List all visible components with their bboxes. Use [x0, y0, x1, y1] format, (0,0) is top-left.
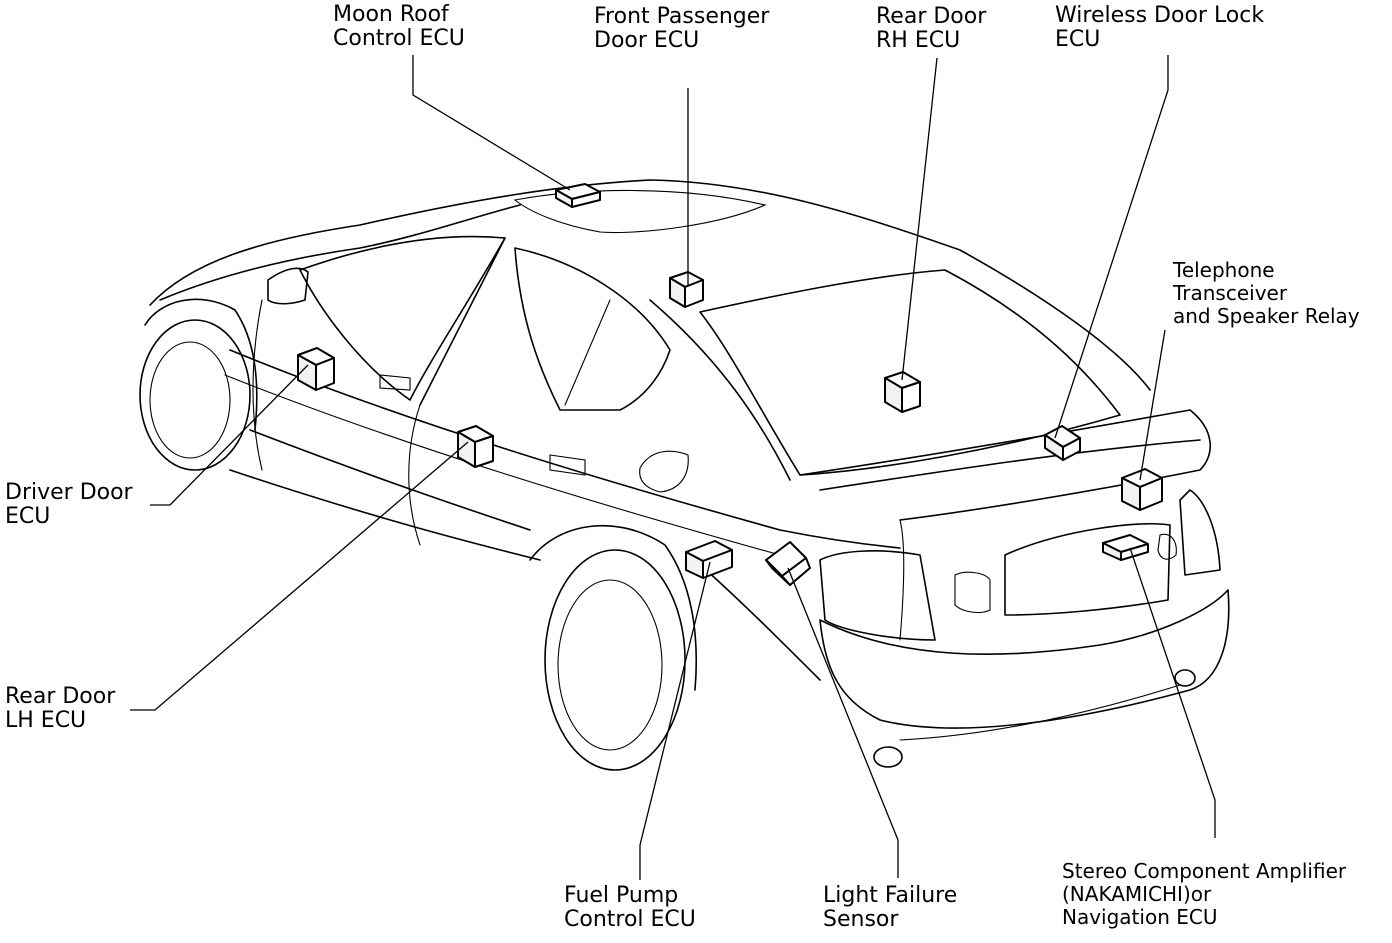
- label-line: Sensor: [823, 907, 899, 932]
- wireless-door-lock-ecu-box: [1044, 425, 1081, 461]
- label-line: Navigation ECU: [1062, 905, 1218, 929]
- label-line: RH ECU: [876, 28, 961, 53]
- label-line: Wireless Door Lock: [1055, 3, 1265, 28]
- label-line: Light Failure: [823, 883, 958, 908]
- label-line: Rear Door: [876, 4, 987, 29]
- front-passenger-door-ecu-label: Front Passenger Door ECU: [594, 5, 769, 53]
- light-failure-sensor-box: [765, 541, 811, 586]
- telephone-transceiver-label: Telephone Transceiver and Speaker Relay: [1173, 259, 1360, 328]
- light-failure-leader: [787, 567, 899, 878]
- telephone-leader: [1139, 329, 1166, 481]
- stereo-amplifier-label: Stereo Component Amplifier (NAKAMICHI)or…: [1062, 860, 1346, 929]
- rear-door-rh-ecu-label: Rear Door RH ECU: [876, 5, 986, 53]
- label-line: Transceiver: [1173, 281, 1288, 305]
- driver-door-ecu-label: Driver Door ECU: [5, 481, 133, 529]
- label-line: Driver Door: [5, 480, 133, 505]
- wireless-door-lock-ecu-label: Wireless Door Lock ECU: [1055, 4, 1264, 52]
- label-line: Rear Door: [5, 684, 116, 709]
- label-line: Fuel Pump: [564, 883, 679, 908]
- moon-roof-leader: [412, 55, 571, 191]
- driver-door-leader: [150, 364, 309, 506]
- label-line: Front Passenger: [594, 4, 770, 29]
- leader-lines: [130, 55, 1216, 880]
- front-passenger-door-ecu-box: [669, 271, 704, 308]
- fuel-pump-ecu-box: [685, 540, 733, 579]
- label-line: Moon Roof: [333, 2, 449, 27]
- label-line: Stereo Component Amplifier: [1062, 859, 1347, 883]
- rear-door-lh-leader: [130, 441, 469, 711]
- label-line: Telephone: [1173, 258, 1275, 282]
- label-line: ECU: [1055, 27, 1101, 52]
- fuel-pump-control-ecu-label: Fuel Pump Control ECU: [564, 884, 696, 932]
- stereo-amplifier-box: [1102, 534, 1149, 561]
- rear-door-lh-ecu-label: Rear Door LH ECU: [5, 685, 115, 733]
- telephone-relay-box: [1121, 468, 1163, 511]
- label-line: and Speaker Relay: [1173, 304, 1360, 328]
- light-failure-sensor-label: Light Failure Sensor: [823, 884, 957, 932]
- label-line: LH ECU: [5, 708, 87, 733]
- rear-door-rh-leader: [901, 57, 938, 381]
- label-line: ECU: [5, 504, 51, 529]
- label-line: Control ECU: [564, 907, 696, 932]
- fuel-pump-leader: [639, 561, 711, 880]
- wireless-lock-leader: [1054, 55, 1169, 439]
- car-body: [139, 179, 1230, 771]
- moon-roof-ecu-label: Moon Roof Control ECU: [333, 3, 465, 51]
- driver-door-ecu-box: [297, 347, 335, 391]
- rear-door-lh-ecu-box: [457, 425, 494, 468]
- rear-door-rh-ecu-box: [884, 371, 921, 413]
- stereo-leader: [1129, 547, 1216, 838]
- label-line: Control ECU: [333, 26, 465, 51]
- label-line: (NAKAMICHI)or: [1062, 882, 1212, 906]
- label-line: Door ECU: [594, 28, 700, 53]
